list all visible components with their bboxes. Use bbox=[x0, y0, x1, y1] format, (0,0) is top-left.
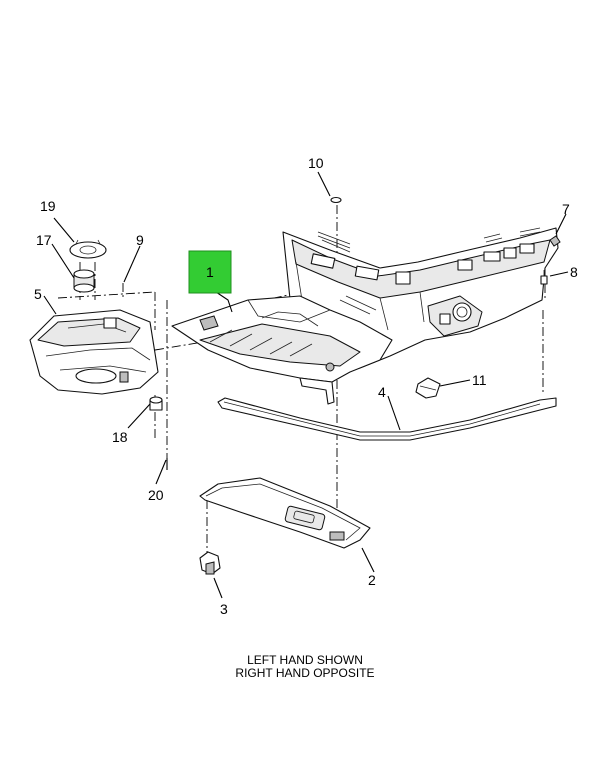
callout-20: 20 bbox=[148, 487, 164, 503]
callout-4: 4 bbox=[378, 384, 386, 400]
callout-3: 3 bbox=[220, 601, 228, 617]
callout-11: 11 bbox=[472, 372, 487, 388]
part-7-fastener bbox=[549, 235, 561, 247]
callout-19: 19 bbox=[40, 198, 56, 214]
callout-5: 5 bbox=[34, 286, 42, 302]
part-11-clip bbox=[415, 377, 441, 399]
callout-1: 1 bbox=[206, 264, 214, 280]
callout-7: 7 bbox=[562, 201, 570, 217]
orientation-note: LEFT HAND SHOWN RIGHT HAND OPPOSITE bbox=[0, 654, 610, 680]
callout-9: 9 bbox=[136, 232, 144, 248]
callout-labels: 1 10 7 8 11 4 2 3 19 17 9 5 18 20 bbox=[34, 155, 578, 617]
part-4-trim-strip bbox=[217, 397, 557, 441]
callout-8: 8 bbox=[570, 264, 578, 280]
part-1-highlight bbox=[188, 250, 232, 294]
callout-10: 10 bbox=[308, 155, 324, 171]
part-8-fastener bbox=[540, 270, 548, 285]
callout-18: 18 bbox=[112, 429, 128, 445]
part-2-cover-plate bbox=[199, 477, 371, 549]
part-17-sleeve bbox=[73, 269, 95, 293]
callout-2: 2 bbox=[368, 572, 376, 588]
part-3-clip bbox=[199, 551, 221, 575]
part-1-floor-tray bbox=[171, 295, 393, 405]
part-10-fastener bbox=[330, 196, 342, 204]
note-line-2: RIGHT HAND OPPOSITE bbox=[235, 666, 375, 680]
part-5-storage-bin bbox=[29, 309, 159, 395]
note-line-1: LEFT HAND SHOWN bbox=[247, 653, 363, 667]
part-18-grommet bbox=[149, 396, 163, 411]
callout-17: 17 bbox=[36, 232, 52, 248]
part-19-cap bbox=[69, 239, 107, 259]
